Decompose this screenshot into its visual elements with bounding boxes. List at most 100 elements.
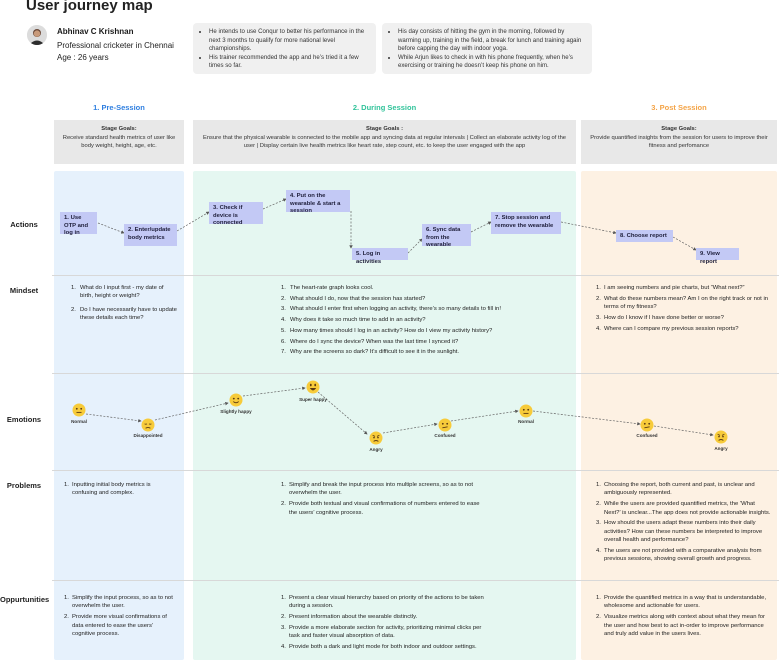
emotion-label: Angry <box>714 446 728 451</box>
row-divider <box>52 470 779 471</box>
problems-pre-list: 1.Inputting initial body metrics is conf… <box>64 481 176 498</box>
action-step-number: 7. <box>495 215 500 221</box>
action-step-5: 5. Log in activities <box>352 248 408 265</box>
angry-face-icon <box>369 431 383 445</box>
action-step-number: 3. <box>213 205 218 211</box>
stage-goal-text: Provide quantified insights from the ses… <box>590 134 768 150</box>
stage-goal-during: Stage Goals : Ensure that the physical w… <box>193 120 576 164</box>
list-item: 1.Provide the quantified metrics in a wa… <box>596 595 767 610</box>
persona-age: Age : 26 years <box>57 53 109 62</box>
slightly-happy-face-icon <box>229 393 243 407</box>
emotion-label: Slightly happy <box>220 409 252 414</box>
persona-routine-card: His day consists of hitting the gym in t… <box>382 23 592 74</box>
list-item: 1.Choosing the report, both current and … <box>596 482 755 497</box>
action-step-9: 9. View report <box>696 248 739 265</box>
row-label-mindset: Mindset <box>9 286 39 295</box>
list-item: 3.How should the users adapt these numbe… <box>596 520 763 544</box>
row-divider <box>52 373 779 374</box>
list-item: 6.Where do I sync the device? When was t… <box>281 338 459 345</box>
row-divider <box>52 580 779 581</box>
confused-face-icon <box>438 418 452 432</box>
emotion-label: Disappointed <box>133 433 163 438</box>
persona-note: His day consists of hitting the gym in t… <box>398 28 584 54</box>
stage-goal-heading: Stage Goals: <box>101 126 137 132</box>
persona-name: Abhinav C Krishnan <box>57 27 134 36</box>
persona-role: Professional cricketer in Chennai <box>57 41 174 50</box>
action-step-label: Put on the wearable & start a session <box>290 193 341 215</box>
list-item: 3.What should I enter first when logging… <box>281 306 501 313</box>
list-item: 4.Why does it take so much time to add i… <box>281 317 426 324</box>
action-step-number: 8. <box>620 233 625 239</box>
action-step-6: 6. Sync data from the wearable <box>422 224 471 249</box>
emotion-label: Super happy <box>299 397 327 402</box>
list-item: 2.Provide more visual confirmations of d… <box>64 614 167 638</box>
action-step-label: Stop session and remove the wearable <box>495 215 554 229</box>
disappointed-face-icon <box>141 418 155 432</box>
list-item: 2.While the users are provided quantifie… <box>596 501 771 516</box>
action-step-label: Choose report <box>626 233 667 239</box>
action-step-7: 7. Stop session and remove the wearable <box>491 212 561 234</box>
list-item: 1.What do I input first - my date of bir… <box>71 285 164 300</box>
super-happy-face-icon <box>306 380 320 394</box>
list-item: 4.The users are not provided with a comp… <box>596 548 762 563</box>
stage-goal-heading: Stage Goals : <box>365 126 404 132</box>
mindset-post-list: 1.I am seeing numbers and pie charts, bu… <box>596 284 770 333</box>
neutral-face-icon <box>519 404 533 418</box>
row-label-problems: Problems <box>6 481 42 490</box>
action-step-label: Check if device is connected <box>213 205 243 227</box>
emotion-point-3 <box>229 393 243 412</box>
emotion-point-9 <box>714 430 728 449</box>
stage-goal-text: Receive standard health metrics of user … <box>62 134 176 150</box>
emotion-point-2 <box>141 418 155 437</box>
emotion-label: Confused <box>434 433 456 438</box>
emotion-point-4 <box>306 380 320 399</box>
stage-goal-heading: Stage Goals: <box>661 126 697 132</box>
list-item: 7.Why are the screens so dark? It’s diff… <box>281 349 460 356</box>
page-title: User journey map <box>26 0 153 14</box>
action-step-label: View report <box>700 251 720 265</box>
action-step-number: 4. <box>290 193 295 199</box>
list-item: 3.Provide a more elaborate section for a… <box>281 625 482 640</box>
confused-face-icon <box>640 418 654 432</box>
action-step-label: Use OTP and log in <box>64 215 89 237</box>
list-item: 2.Do I have necessarily have to update t… <box>71 306 177 322</box>
persona-notes-card: He intends to use Conqur to better his p… <box>193 23 376 74</box>
emotion-point-8 <box>640 418 654 437</box>
action-step-8: 8. Choose report <box>616 230 673 242</box>
action-step-2: 2. Enter/update body metrics <box>124 224 177 246</box>
action-step-number: 9. <box>700 251 705 257</box>
action-step-label: Log in activities <box>356 251 382 265</box>
list-item: 1.The heart-rate graph looks cool. <box>281 285 374 291</box>
emotion-label: Confused <box>636 433 658 438</box>
emotion-point-6 <box>438 418 452 437</box>
stage-goal-post: Stage Goals: Provide quantified insights… <box>581 120 777 164</box>
list-item: 4.Where can I compare my previous sessio… <box>596 325 739 332</box>
neutral-face-icon <box>72 403 86 417</box>
list-item: 2.Visualize metrics along with context a… <box>596 614 765 638</box>
action-step-label: Sync data from the wearable <box>426 227 461 249</box>
list-item: 1.Inputting initial body metrics is conf… <box>64 482 151 497</box>
stage-title-post: 3. Post Session <box>651 103 707 112</box>
list-item: 5.How many times should I log in an acti… <box>281 327 493 334</box>
action-step-3: 3. Check if device is connected <box>209 202 263 227</box>
action-step-number: 6. <box>426 227 431 233</box>
action-step-number: 2. <box>128 227 133 233</box>
list-item: 2.What should I do, now that the session… <box>281 295 426 302</box>
row-label-opportunities: Oppurtunities <box>0 595 50 604</box>
action-step-1: 1. Use OTP and log in <box>60 212 97 237</box>
row-label-emotions: Emotions <box>6 415 42 424</box>
action-step-4: 4. Put on the wearable & start a session <box>286 190 350 215</box>
list-item: 2.Present information about the wearable… <box>281 614 418 621</box>
action-step-number: 5. <box>356 251 361 257</box>
list-item: 1.Simplify the input process, so as to n… <box>64 595 173 610</box>
emotion-label: Angry <box>369 447 383 452</box>
emotion-point-1 <box>72 403 86 422</box>
person-avatar-icon <box>27 25 47 45</box>
stage-goal-pre: Stage Goals: Receive standard health met… <box>54 120 184 164</box>
list-item: 1.Simplify and break the input process i… <box>281 482 474 497</box>
list-item: 2.Provide both textual and visual confir… <box>281 501 480 516</box>
persona-note: He intends to use Conqur to better his p… <box>209 28 368 54</box>
stage-title-during: 2. During Session <box>352 103 417 112</box>
